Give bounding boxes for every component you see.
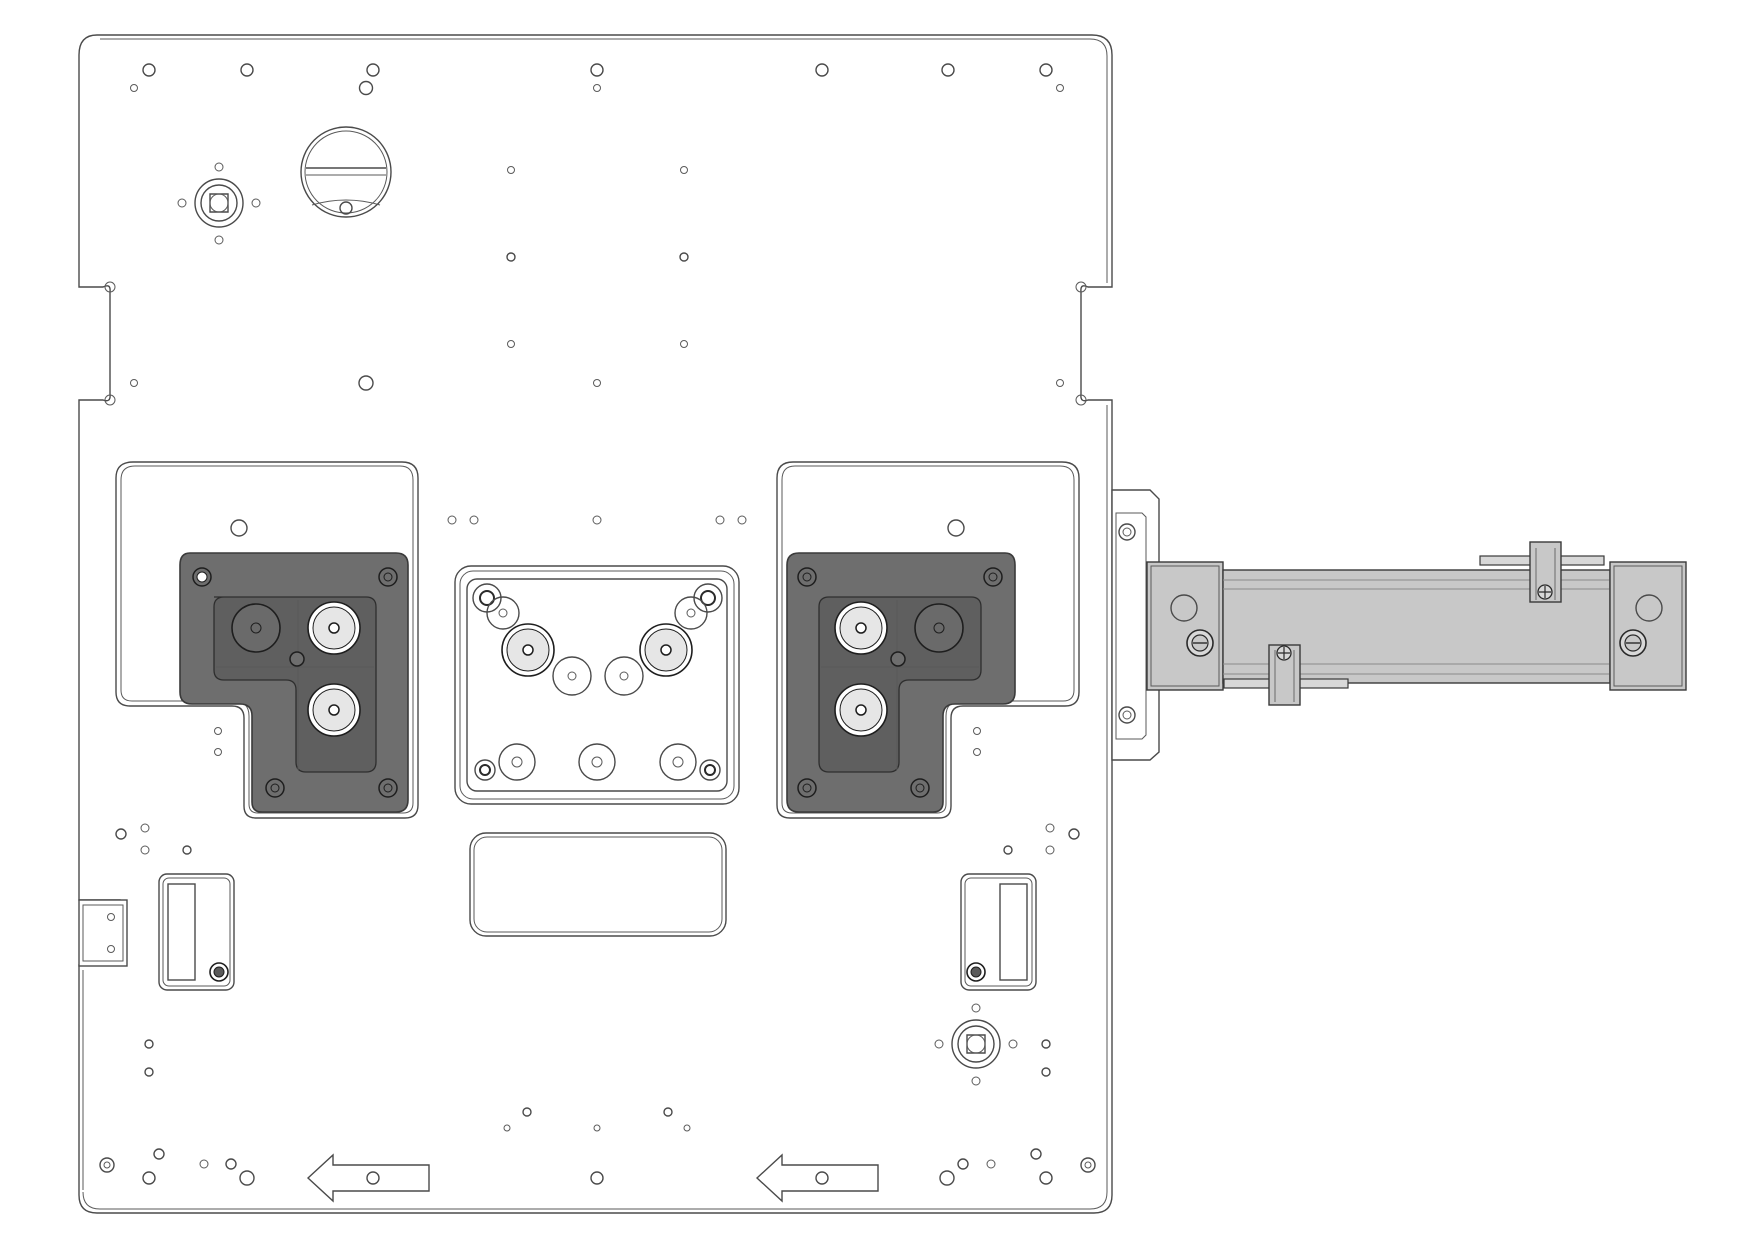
bushing-bottom-right xyxy=(934,1003,1018,1086)
mounting-holes-middle xyxy=(115,823,1080,855)
flow-arrow-left xyxy=(306,1153,430,1203)
nest-center xyxy=(447,515,747,805)
cylinder-mount-bracket xyxy=(1111,489,1160,761)
center-slot xyxy=(469,832,727,937)
nest-right xyxy=(776,461,1080,819)
bushing-top-left xyxy=(177,162,261,245)
flow-arrow-right xyxy=(755,1153,879,1203)
clamp-pocket-left xyxy=(158,873,235,991)
base-plate xyxy=(78,34,1113,1214)
clamp-pocket-right xyxy=(960,873,1037,991)
pneumatic-cylinder xyxy=(1146,541,1687,706)
nest-left xyxy=(115,461,419,819)
side-bracket-left xyxy=(78,899,128,967)
mounting-holes-bottom xyxy=(99,1039,1096,1186)
mounting-holes-top xyxy=(130,63,1064,391)
sensor-port xyxy=(300,126,392,218)
